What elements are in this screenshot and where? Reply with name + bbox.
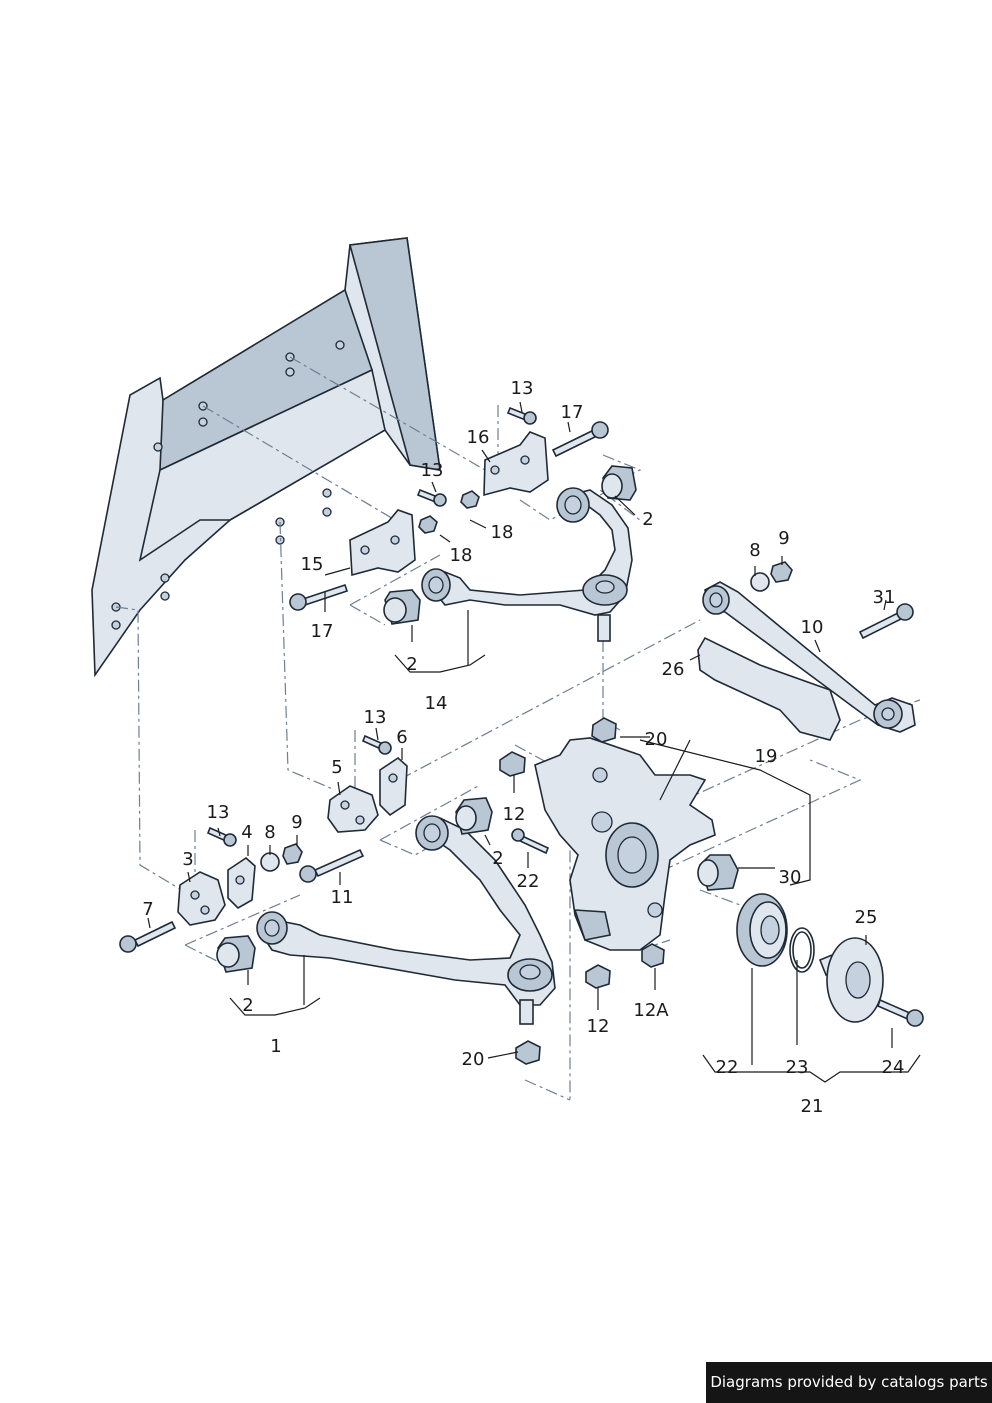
toe-link-cover <box>697 636 841 741</box>
callout-15: 15 <box>301 554 324 575</box>
upper-bushings <box>383 465 637 625</box>
callout-18-right: 18 <box>491 522 514 543</box>
callout-25: 25 <box>855 907 878 928</box>
callout-22-hub: 22 <box>716 1057 739 1078</box>
callout-2-upper-right: 2 <box>642 509 653 530</box>
upper-brackets <box>349 431 549 577</box>
callout-16: 16 <box>467 427 490 448</box>
callout-30: 30 <box>779 867 802 888</box>
callout-18-left: 18 <box>450 545 473 566</box>
callout-5: 5 <box>331 757 342 778</box>
callout-2-lower-left: 2 <box>242 995 253 1016</box>
callout-8-toe: 8 <box>749 540 760 561</box>
subframe <box>91 237 441 678</box>
toe-link <box>702 581 916 733</box>
lower-bushings <box>216 797 493 973</box>
callout-23: 23 <box>786 1057 809 1078</box>
credit-banner: Diagrams provided by catalogs parts <box>706 1362 992 1403</box>
callout-13-upper-left: 13 <box>421 460 444 481</box>
upper-control-arm <box>421 487 633 642</box>
callout-24: 24 <box>882 1057 905 1078</box>
lower-brackets <box>177 756 408 926</box>
wheel-hub-set <box>736 893 924 1027</box>
callout-3: 3 <box>182 849 193 870</box>
callout-12-lower: 12 <box>587 1016 610 1037</box>
callout-21: 21 <box>801 1096 824 1117</box>
callout-17-upper-right: 17 <box>561 402 584 423</box>
leader-lines <box>147 401 893 1065</box>
lower-control-arm <box>256 815 556 1025</box>
callout-9-toe: 9 <box>778 528 789 549</box>
callout-19: 19 <box>755 746 778 767</box>
knuckle-nuts <box>499 717 665 1065</box>
callout-12-upper: 12 <box>503 804 526 825</box>
callout-10: 10 <box>801 617 824 638</box>
callout-2-lower-right: 2 <box>492 848 503 869</box>
callout-7: 7 <box>142 899 153 920</box>
callout-4: 4 <box>241 822 252 843</box>
callout-22-knuckle: 22 <box>517 871 540 892</box>
callout-11: 11 <box>331 887 354 908</box>
lower-fasteners <box>119 734 550 953</box>
toe-link-fasteners <box>750 561 914 640</box>
callout-14: 14 <box>425 693 448 714</box>
wheel-carrier <box>534 737 716 951</box>
callout-13-upper-right: 13 <box>511 378 534 399</box>
callout-1: 1 <box>270 1036 281 1057</box>
callout-9-lower: 9 <box>291 812 302 833</box>
callout-2-upper-left: 2 <box>406 654 417 675</box>
callout-17-left: 17 <box>311 621 334 642</box>
callout-20-lower: 20 <box>462 1049 485 1070</box>
callout-6: 6 <box>396 727 407 748</box>
callout-26: 26 <box>662 659 685 680</box>
callout-labels: 13 17 16 13 18 2 18 15 17 2 14 8 9 31 10… <box>142 378 904 1117</box>
callout-20-upper: 20 <box>645 729 668 750</box>
callout-13-mid: 13 <box>364 707 387 728</box>
callout-31: 31 <box>873 587 896 608</box>
callout-13-lower: 13 <box>207 802 230 823</box>
bushing-30 <box>697 854 739 891</box>
braces <box>229 654 921 1083</box>
upper-fasteners <box>289 406 609 611</box>
callout-8-lower: 8 <box>264 822 275 843</box>
callout-12A: 12A <box>633 1000 669 1021</box>
